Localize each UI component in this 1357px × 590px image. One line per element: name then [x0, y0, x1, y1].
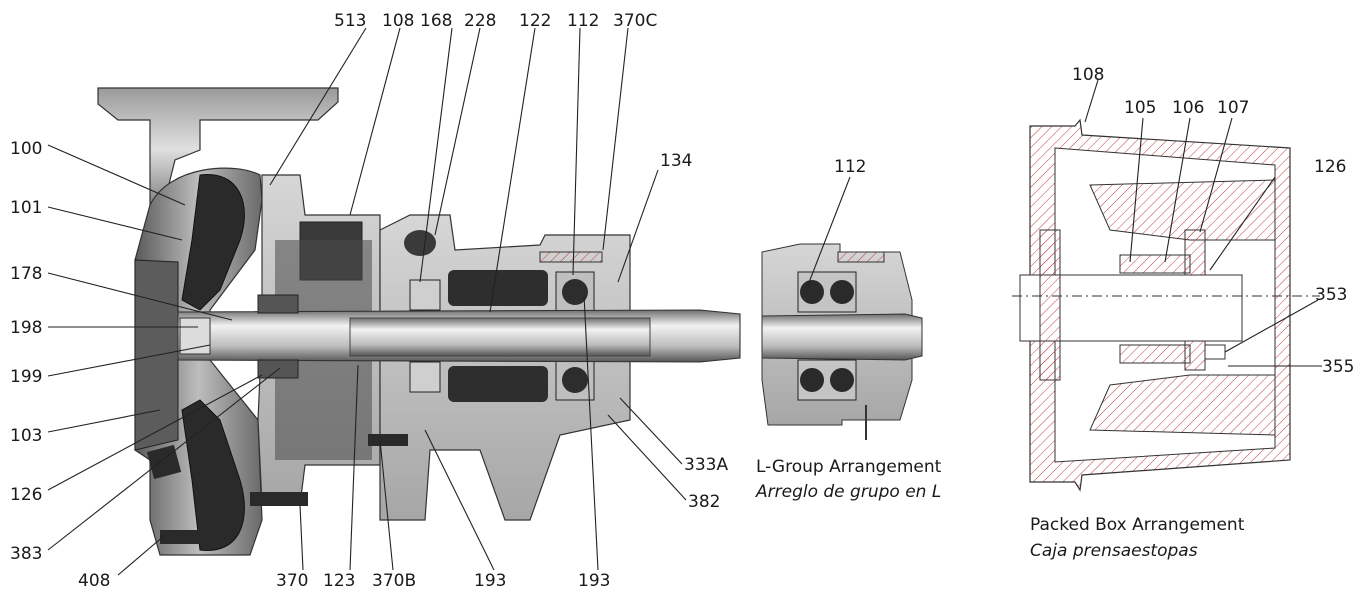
- main-pump-view: [97, 87, 741, 556]
- packed-label-108: 108: [1072, 65, 1104, 85]
- label-228: 228: [464, 11, 496, 31]
- packed-label-105: 105: [1124, 98, 1156, 118]
- impeller-nut: [179, 317, 211, 355]
- packed-box-caption-en: Packed Box Arrangement: [1030, 515, 1245, 535]
- packed-box-view: 108 105 106 107 126 353 355 Packed Box A…: [1012, 65, 1354, 561]
- label-198: 198: [10, 318, 42, 338]
- packed-label-126: 126: [1314, 157, 1346, 177]
- l-group-caption-en: L-Group Arrangement: [756, 457, 942, 477]
- label-108: 108: [382, 11, 414, 31]
- label-122: 122: [519, 11, 551, 31]
- label-333a: 333A: [684, 455, 728, 475]
- main-view-labels: 513 108 168 228 122 112 370C 100 101 178…: [10, 11, 728, 590]
- label-193-b: 193: [578, 571, 610, 590]
- label-101: 101: [10, 198, 42, 218]
- label-199: 199: [10, 367, 42, 387]
- l-group-caption-es: Arreglo de grupo en L: [755, 482, 941, 502]
- label-100: 100: [10, 139, 42, 159]
- label-193-a: 193: [474, 571, 506, 590]
- label-383: 383: [10, 544, 42, 564]
- label-178: 178: [10, 264, 42, 284]
- main-view-leaders: [47, 27, 687, 576]
- outboard-bearing: [555, 271, 595, 401]
- label-370b: 370B: [372, 571, 416, 590]
- label-103: 103: [10, 426, 42, 446]
- packed-label-353: 353: [1315, 285, 1347, 305]
- label-370: 370: [276, 571, 308, 590]
- label-382: 382: [688, 492, 720, 512]
- packed-box-caption-es: Caja prensaestopas: [1030, 541, 1198, 561]
- label-134: 134: [660, 151, 692, 171]
- label-168: 168: [420, 11, 452, 31]
- packed-label-107: 107: [1217, 98, 1249, 118]
- label-370c: 370C: [613, 11, 657, 31]
- inboard-bearing: [409, 279, 441, 393]
- l-group-label-112: 112: [834, 157, 866, 177]
- discharge-flange: [97, 87, 339, 212]
- label-126: 126: [10, 485, 42, 505]
- label-513: 513: [334, 11, 366, 31]
- label-112: 112: [567, 11, 599, 31]
- l-group-view: 112 L-Group Arrangement Arreglo de grupo…: [755, 157, 942, 502]
- label-408: 408: [78, 571, 110, 590]
- impeller: [181, 174, 245, 311]
- packed-label-106: 106: [1172, 98, 1204, 118]
- packed-label-355: 355: [1322, 357, 1354, 377]
- label-123: 123: [323, 571, 355, 590]
